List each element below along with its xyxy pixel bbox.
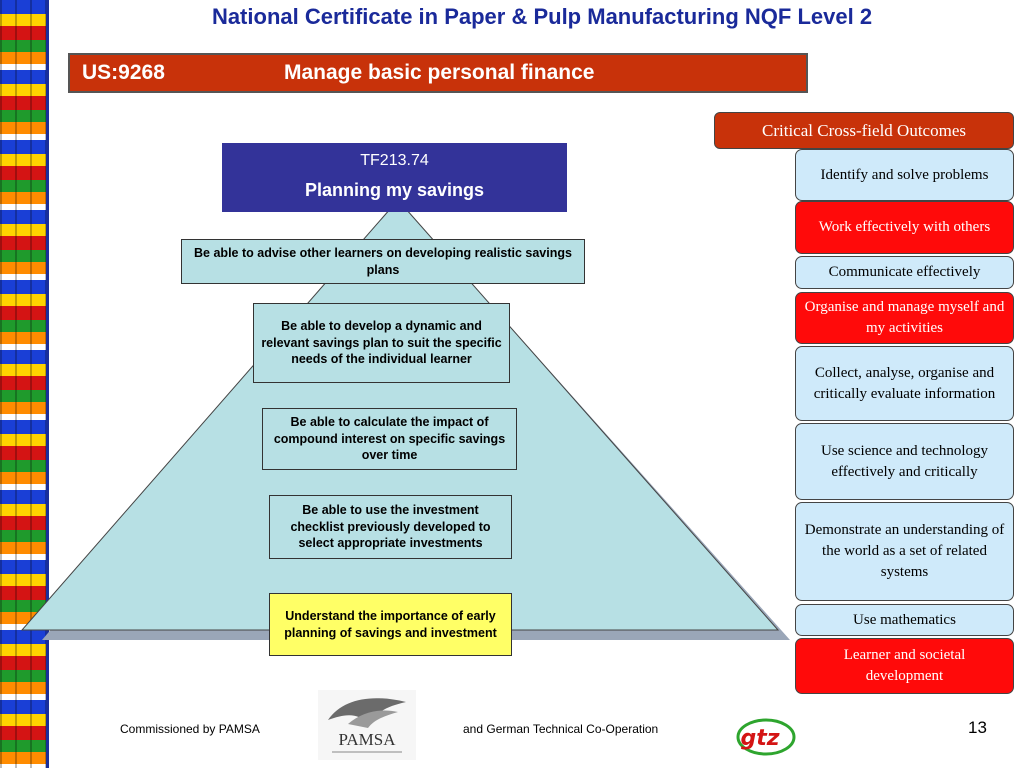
ccfo-item: Use mathematics — [795, 604, 1014, 636]
outcome-box: Be able to calculate the impact of compo… — [262, 408, 517, 470]
gtz-logo: gtz — [736, 718, 796, 756]
outcome-box: Be able to use the investment checklist … — [269, 495, 512, 559]
gtz-logo-text: gtz — [740, 726, 779, 751]
decorative-border — [0, 0, 49, 768]
ccfo-item-covered: Organise and manage myself and my activi… — [795, 292, 1014, 344]
ccfo-item-covered: Work effectively with others — [795, 201, 1014, 254]
ccfo-item: Use science and technology effectively a… — [795, 423, 1014, 500]
pamsa-logo-text: PAMSA — [338, 730, 396, 749]
unit-standard-bar: US:9268 Manage basic personal finance — [68, 53, 808, 93]
outcome-box: Be able to advise other learners on deve… — [181, 239, 585, 284]
ccfo-item: Demonstrate an understanding of the worl… — [795, 502, 1014, 601]
ccfo-header: Critical Cross-field Outcomes — [714, 112, 1014, 149]
partner-text: and German Technical Co-Operation — [463, 722, 659, 736]
outcome-box: Be able to develop a dynamic and relevan… — [253, 303, 510, 383]
page-title: National Certificate in Paper & Pulp Man… — [211, 4, 873, 29]
commissioned-by-text: Commissioned by PAMSA — [120, 722, 260, 736]
target-code: TF213.74 — [360, 152, 429, 169]
ccfo-item: Collect, analyse, organise and criticall… — [795, 346, 1014, 421]
target-title: Planning my savings — [304, 180, 485, 200]
pamsa-logo: PAMSA — [318, 690, 416, 760]
outcome-box-highlighted: Understand the importance of early plann… — [269, 593, 512, 656]
target-box: TF213.74 Planning my savings — [222, 143, 567, 212]
ccfo-item: Communicate effectively — [795, 256, 1014, 289]
unit-code: US:9268 — [82, 61, 165, 84]
ccfo-item: Identify and solve problems — [795, 149, 1014, 201]
unit-name: Manage basic personal finance — [284, 61, 595, 84]
ccfo-item-covered: Learner and societal development — [795, 638, 1014, 694]
page-number: 13 — [968, 718, 987, 737]
